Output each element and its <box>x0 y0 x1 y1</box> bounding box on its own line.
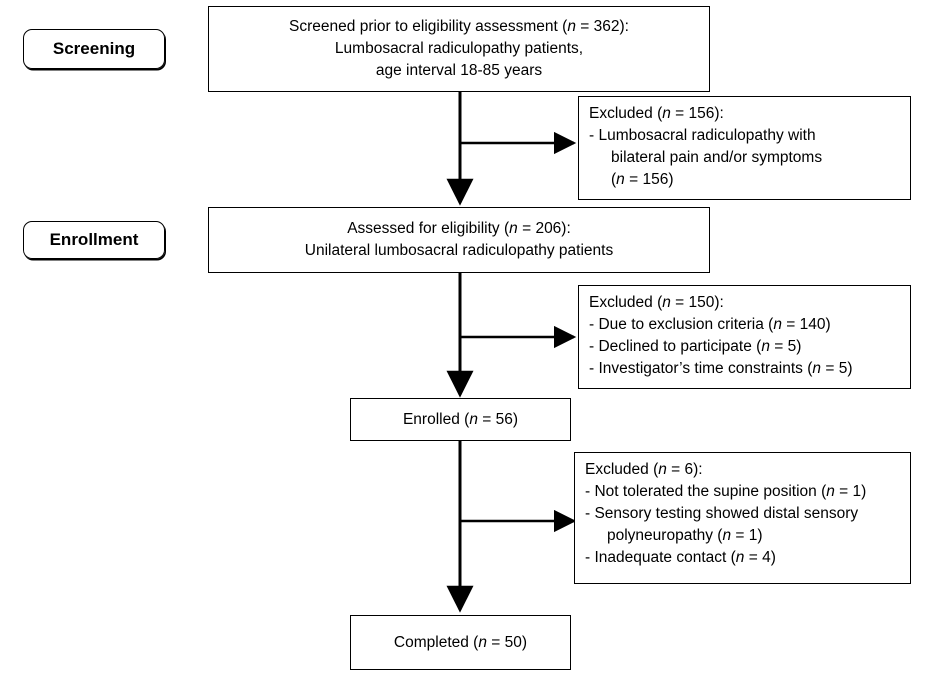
excluded2-line-3: - Declined to participate (n = 5) <box>589 338 802 355</box>
assessed-box: Assessed for eligibility (n = 206): Unil… <box>208 207 710 273</box>
excluded1-line-1: Excluded (n = 156): <box>589 105 724 122</box>
excluded2-line-2: - Due to exclusion criteria (n = 140) <box>589 316 831 333</box>
excluded3-line-5: - Inadequate contact (n = 4) <box>585 549 776 566</box>
assessed-line-1: Assessed for eligibility (n = 206): <box>347 220 571 237</box>
excluded2-line-1: Excluded (n = 150): <box>589 294 724 311</box>
stage-screening-text: Screening <box>52 39 136 58</box>
assessed-line-2: Unilateral lumbosacral radiculopathy pat… <box>304 242 614 259</box>
excluded3-line-2: - Not tolerated the supine position (n =… <box>585 483 867 500</box>
stage-enrollment-text: Enrollment <box>49 230 139 249</box>
screened-line-1: Screened prior to eligibility assessment… <box>289 18 629 35</box>
excluded2-line-4: - Investigator’s time constraints (n = 5… <box>589 360 853 377</box>
completed-box: Completed (n = 50) <box>350 615 571 670</box>
excluded1-line-3: bilateral pain and/or symptoms <box>611 149 823 166</box>
screened-box: Screened prior to eligibility assessment… <box>208 6 710 92</box>
enrolled-line: Enrolled (n = 56) <box>402 410 519 428</box>
stage-label-enrollment: Enrollment <box>23 221 165 259</box>
excluded1-line-2: - Lumbosacral radiculopathy with <box>589 127 816 144</box>
screened-line-2: Lumbosacral radiculopathy patients, <box>334 40 584 57</box>
excluded1-line-4: (n = 156) <box>611 171 674 188</box>
excluded3-line-4: polyneuropathy (n = 1) <box>607 527 763 544</box>
excluded-box-3: Excluded (n = 6): - Not tolerated the su… <box>574 452 911 584</box>
excluded3-line-1: Excluded (n = 6): <box>585 461 703 478</box>
enrolled-box: Enrolled (n = 56) <box>350 398 571 441</box>
completed-line: Completed (n = 50) <box>393 633 528 651</box>
stage-label-screening: Screening <box>23 29 165 69</box>
excluded-box-2: Excluded (n = 150): - Due to exclusion c… <box>578 285 911 389</box>
screened-line-3: age interval 18-85 years <box>375 62 543 79</box>
excluded3-line-3: - Sensory testing showed distal sensory <box>585 505 859 522</box>
excluded-box-1: Excluded (n = 156): - Lumbosacral radicu… <box>578 96 911 200</box>
